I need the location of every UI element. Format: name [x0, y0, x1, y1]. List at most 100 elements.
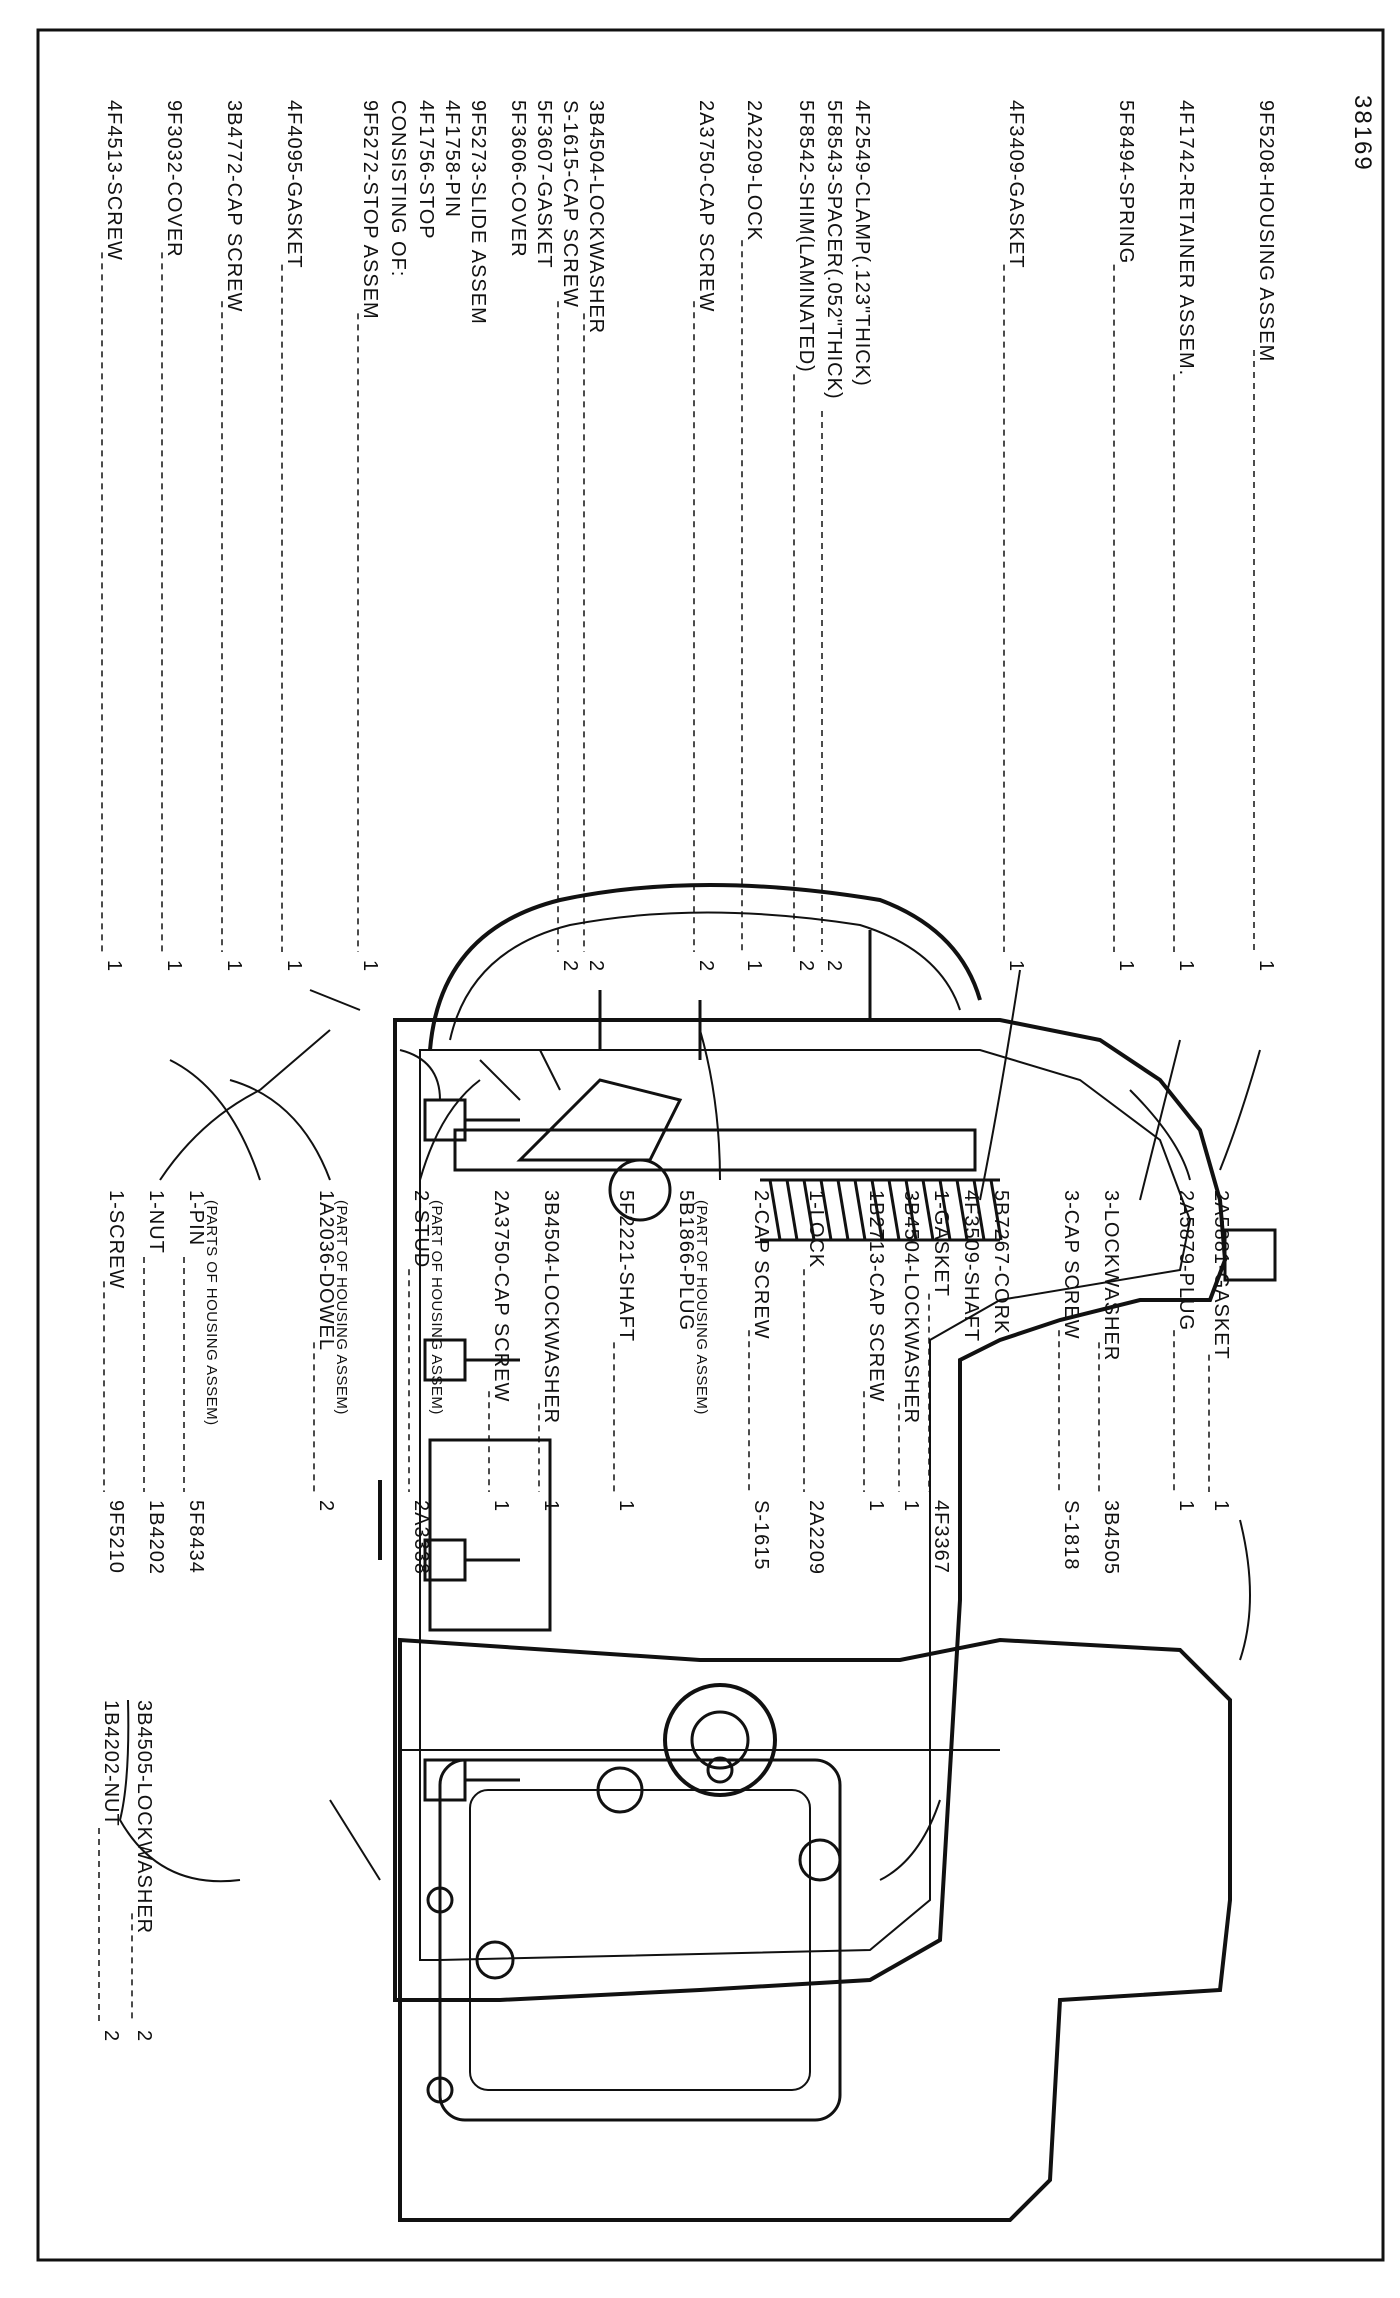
cutaway-label-16: 5F8543-SPACER(.052"THICK) — [823, 100, 845, 400]
middle-note-4: (PART OF HOUSING ASSEM) — [428, 1200, 445, 1415]
cutaway-labels: 4F4513-SCREW 1 9F3032-COVER 1 3B4772-CAP SCR… — [101, 100, 1277, 972]
middle-qty-11: 1 — [865, 1500, 887, 1512]
middle-label-9: 2-CAP SCREW — [750, 1190, 772, 1340]
spring-coil-9 — [921, 1179, 935, 1241]
cutaway-qty-4: 1 — [359, 960, 381, 972]
cutaway-label-12: 3B4504-LOCKWASHER — [585, 100, 607, 334]
spring-coil-2 — [802, 1179, 816, 1241]
middle-label-10: 1-LOCK — [805, 1190, 827, 1268]
middle-qty-18: 1 — [1175, 1500, 1197, 1512]
middle-note-8: (PART OF HOUSING ASSEM) — [693, 1200, 710, 1415]
cutaway-label-5: CONSISTING OF: — [387, 100, 409, 277]
middle-note-3: (PART OF HOUSING ASSEM) — [333, 1200, 350, 1415]
middle-label-7: 5F2221-SHAFT — [615, 1190, 637, 1342]
exterior-qty-1: 2 — [133, 2030, 155, 2042]
inspection-window — [469, 1789, 811, 2091]
leader-lines — [118, 969, 1261, 1883]
middle-label-17: 3-LOCKWASHER — [1100, 1190, 1122, 1361]
spring-coil-13 — [989, 1179, 1003, 1241]
lock-block — [428, 1438, 552, 1632]
cutaway-label-7: 4F1758-PIN — [441, 100, 463, 218]
middle-qty-17: 3B4505 — [1100, 1500, 1122, 1575]
leader-line-1 — [229, 1079, 331, 1181]
leader-line-7 — [699, 1029, 721, 1181]
cutaway-qty-1: 1 — [163, 960, 185, 972]
cutaway-label-1: 9F3032-COVER — [163, 100, 185, 258]
middle-label-0: 1-SCREW — [105, 1190, 127, 1289]
cover-screw-2 — [426, 1886, 454, 1914]
leader-line-16 — [879, 1799, 941, 1881]
cover-dome — [428, 883, 982, 1051]
cover-screw-1 — [426, 2076, 454, 2104]
stop-block — [516, 1078, 683, 1162]
cutaway-qty-20: 1 — [1175, 960, 1197, 972]
middle-qty-6: 1 — [540, 1500, 562, 1512]
middle-qty-10: 2A2209 — [805, 1500, 827, 1575]
cutaway-qty-2: 1 — [223, 960, 245, 972]
middle-labels: 1-SCREW9F52101-NUT1B42021-PIN5F8434(PART… — [103, 1190, 1232, 1575]
exterior-label-0: 1B4202-NUT — [100, 1700, 122, 1827]
cutaway-label-0: 4F4513-SCREW — [103, 100, 125, 261]
cutaway-label-19: 5F8494-SPRING — [1115, 100, 1137, 264]
leader-line-6 — [539, 1049, 561, 1091]
shaft-roller — [663, 1683, 777, 1797]
middle-label-15: 5B7267-CORK — [990, 1190, 1012, 1334]
spring-coil-5 — [853, 1179, 867, 1241]
middle-label-19: 2A5881-GASKET — [1210, 1190, 1232, 1360]
middle-qty-0: 9F5210 — [105, 1500, 127, 1574]
exterior-qty-0: 2 — [100, 2030, 122, 2042]
leader-line-14 — [118, 1699, 241, 1883]
housing-studs — [423, 1098, 520, 1802]
leader-line-9 — [1139, 1039, 1181, 1201]
cutaway-qty-0: 1 — [103, 960, 125, 972]
middle-label-14: 4F3509-SHAFT — [960, 1190, 982, 1342]
middle-qty-13: 4F3367 — [930, 1500, 952, 1574]
cutaway-label-20: 4F1742-RETAINER ASSEM. — [1175, 100, 1197, 376]
spring — [760, 1178, 1000, 1242]
middle-label-11: 1B2713-CAP SCREW — [865, 1190, 887, 1402]
leader-line-17 — [1239, 1519, 1251, 1661]
cutaway-label-17: 4F2549-CLAMP(.123"THICK) — [851, 100, 873, 387]
spring-coil-0 — [768, 1179, 782, 1241]
middle-qty-16: S-1818 — [1060, 1500, 1082, 1571]
cutaway-qty-14: 1 — [743, 960, 765, 972]
leader-line-2 — [259, 1029, 331, 1091]
middle-label-5: 2A3750-CAP SCREW — [490, 1190, 512, 1402]
middle-label-8: 5B1866-PLUG — [675, 1190, 697, 1331]
cutaway-label-2: 3B4772-CAP SCREW — [223, 100, 245, 312]
leader-line-10 — [1219, 1049, 1261, 1171]
drain-plug — [798, 1838, 842, 1882]
leader-line-12 — [419, 1079, 481, 1181]
leader-line-8 — [979, 969, 1021, 1201]
middle-label-6: 3B4504-LOCKWASHER — [540, 1190, 562, 1424]
middle-label-18: 2A5879-PLUG — [1175, 1190, 1197, 1331]
cutaway-label-11: S-1615-CAP SCREW — [559, 100, 581, 308]
middle-qty-7: 1 — [615, 1500, 637, 1512]
spring-coil-6 — [870, 1179, 884, 1241]
leader-line-5 — [479, 1059, 521, 1101]
middle-label-12: 3B4504-LOCKWASHER — [900, 1190, 922, 1424]
cutaway-label-13: 2A3750-CAP SCREW — [695, 100, 717, 312]
figure-number: 38169 — [1349, 95, 1376, 172]
cutaway-label-10: 5F3607-GASKET — [533, 100, 555, 269]
leader-line-11 — [159, 1089, 261, 1181]
leader-line-0 — [169, 1059, 261, 1181]
frame-border — [36, 28, 1385, 2262]
middle-label-3: 1A2036-DOWEL — [315, 1190, 337, 1351]
middle-note-2: (PARTS OF HOUSING ASSEM) — [203, 1200, 220, 1426]
middle-qty-19: 1 — [1210, 1500, 1232, 1512]
leader-line-4 — [399, 1049, 441, 1101]
spring-coil-10 — [938, 1179, 952, 1241]
shaft-roller-hub — [690, 1710, 750, 1770]
stop-pin — [608, 1158, 672, 1222]
slide-assem — [453, 1128, 977, 1172]
spring-coil-11 — [955, 1179, 969, 1241]
exterior-housing — [398, 1637, 1232, 2222]
cutaway-label-6: 4F1756-STOP — [415, 100, 437, 240]
cutaway-qty-18: 1 — [1005, 960, 1027, 972]
cutaway-qty-19: 1 — [1115, 960, 1137, 972]
middle-qty-2: 5F8434 — [185, 1500, 207, 1574]
middle-qty-5: 1 — [490, 1500, 512, 1512]
